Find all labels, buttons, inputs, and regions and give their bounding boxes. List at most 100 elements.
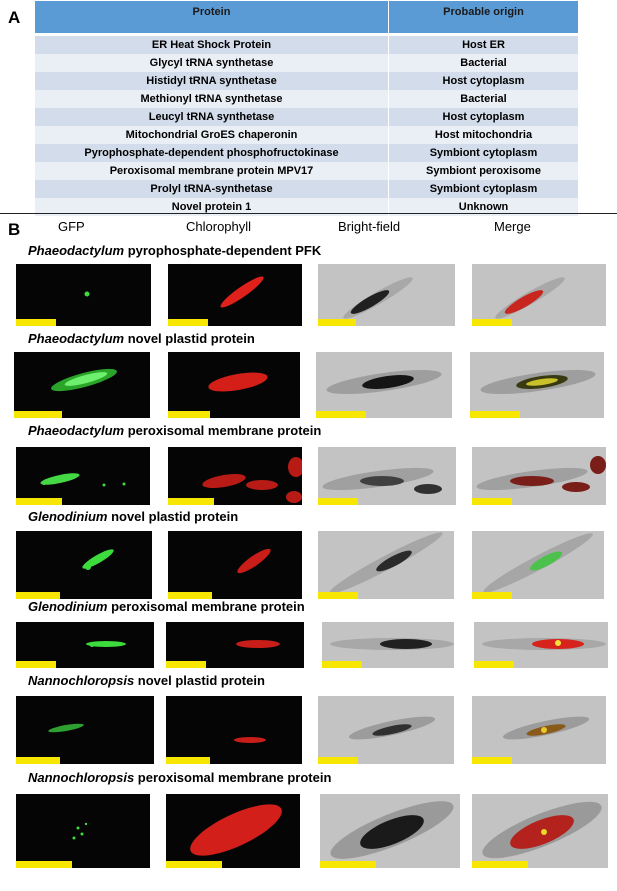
row-title: Nannochloropsis peroxisomal membrane pro… [28, 770, 331, 785]
gfp-micrograph [16, 531, 152, 599]
gfp-micrograph [16, 622, 154, 668]
cell-origin: Symbiont cytoplasm [389, 180, 578, 198]
protein-origin-table: Protein Probable origin ER Heat Shock Pr… [35, 1, 578, 216]
chlorophyll-micrograph [166, 696, 302, 764]
table-header-row: Protein Probable origin [35, 1, 578, 33]
scale-bar [472, 757, 512, 764]
cell-protein: Mitochondrial GroES chaperonin [35, 126, 389, 144]
bright-field-micrograph [320, 794, 460, 868]
gfp-micrograph [16, 794, 150, 868]
panel-divider [0, 213, 617, 214]
cell-protein: Histidyl tRNA synthetase [35, 72, 389, 90]
cell-protein: Methionyl tRNA synthetase [35, 90, 389, 108]
row-title: Nannochloropsis novel plastid protein [28, 673, 265, 688]
merge-micrograph [472, 447, 606, 505]
scale-bar [166, 757, 210, 764]
organism-name: Glenodinium [28, 509, 108, 524]
panel-label-a: A [8, 8, 21, 27]
scale-bar [168, 319, 208, 326]
scale-bar [168, 498, 214, 505]
scale-bar [16, 861, 72, 868]
chlorophyll-micrograph [168, 531, 302, 599]
scale-bar [470, 411, 520, 418]
scale-bar [320, 861, 376, 868]
scale-bar [472, 498, 512, 505]
cell-protein: Prolyl tRNA-synthetase [35, 180, 389, 198]
bright-field-micrograph [318, 447, 456, 505]
cell-protein: Leucyl tRNA synthetase [35, 108, 389, 126]
cell-origin: Host mitochondria [389, 126, 578, 144]
cell-origin: Bacterial [389, 54, 578, 72]
organism-name: Glenodinium [28, 599, 108, 614]
protein-description: peroxisomal membrane protein [124, 423, 322, 438]
scale-bar [16, 592, 60, 599]
gfp-micrograph [16, 447, 150, 505]
merge-micrograph [472, 696, 606, 764]
scale-bar [16, 661, 56, 668]
cell-origin: Host cytoplasm [389, 72, 578, 90]
bright-field-micrograph [322, 622, 454, 668]
gfp-micrograph [16, 264, 151, 326]
cell-origin: Symbiont peroxisome [389, 162, 578, 180]
bright-field-micrograph [318, 696, 454, 764]
gfp-micrograph [16, 696, 154, 764]
bright-field-micrograph [318, 264, 455, 326]
organism-name: Nannochloropsis [28, 673, 135, 688]
organism-name: Phaeodactylum [28, 423, 125, 438]
merge-micrograph [472, 264, 606, 326]
merge-micrograph [470, 352, 604, 418]
scale-bar [318, 498, 358, 505]
scale-bar [318, 319, 356, 326]
scale-bar [472, 861, 528, 868]
protein-description: peroxisomal membrane protein [107, 599, 305, 614]
table-row: Pyrophosphate-dependent phosphofructokin… [35, 144, 578, 162]
row-title: Glenodinium novel plastid protein [28, 509, 238, 524]
protein-description: novel plastid protein [107, 509, 239, 524]
scale-bar [318, 592, 358, 599]
column-header-gfp: GFP [58, 219, 85, 234]
scale-bar [168, 411, 210, 418]
organism-name: Nannochloropsis [28, 770, 135, 785]
chlorophyll-micrograph [168, 264, 302, 326]
scale-bar [474, 661, 514, 668]
protein-description: peroxisomal membrane protein [134, 770, 332, 785]
column-header-chlorophyll: Chlorophyll [186, 219, 252, 234]
scale-bar [322, 661, 362, 668]
organism-name: Phaeodactylum [28, 243, 125, 258]
scale-bar [166, 661, 206, 668]
scale-bar [16, 319, 56, 326]
cell-protein: Glycyl tRNA synthetase [35, 54, 389, 72]
protein-description: pyrophosphate-dependent PFK [124, 243, 322, 258]
scale-bar [316, 411, 366, 418]
row-title: Phaeodactylum novel plastid protein [28, 331, 255, 346]
scale-bar [168, 592, 212, 599]
protein-description: novel plastid protein [134, 673, 265, 688]
scale-bar [472, 319, 512, 326]
bright-field-micrograph [316, 352, 452, 418]
cell-protein: Pyrophosphate-dependent phosphofructokin… [35, 144, 389, 162]
row-title: Phaeodactylum pyrophosphate-dependent PF… [28, 243, 321, 258]
header-probable-origin: Probable origin [443, 6, 524, 18]
cell-origin: Unknown [389, 198, 578, 216]
chlorophyll-micrograph [166, 622, 304, 668]
merge-micrograph [474, 622, 608, 668]
scale-bar [472, 592, 512, 599]
column-header-merge: Merge [494, 219, 531, 234]
organism-name: Phaeodactylum [28, 331, 125, 346]
merge-micrograph [472, 794, 608, 868]
header-protein: Protein [35, 1, 389, 33]
cell-origin: Symbiont cytoplasm [389, 144, 578, 162]
scale-bar [318, 757, 358, 764]
scale-bar [14, 411, 62, 418]
merge-micrograph [472, 531, 604, 599]
row-title: Phaeodactylum peroxisomal membrane prote… [28, 423, 321, 438]
